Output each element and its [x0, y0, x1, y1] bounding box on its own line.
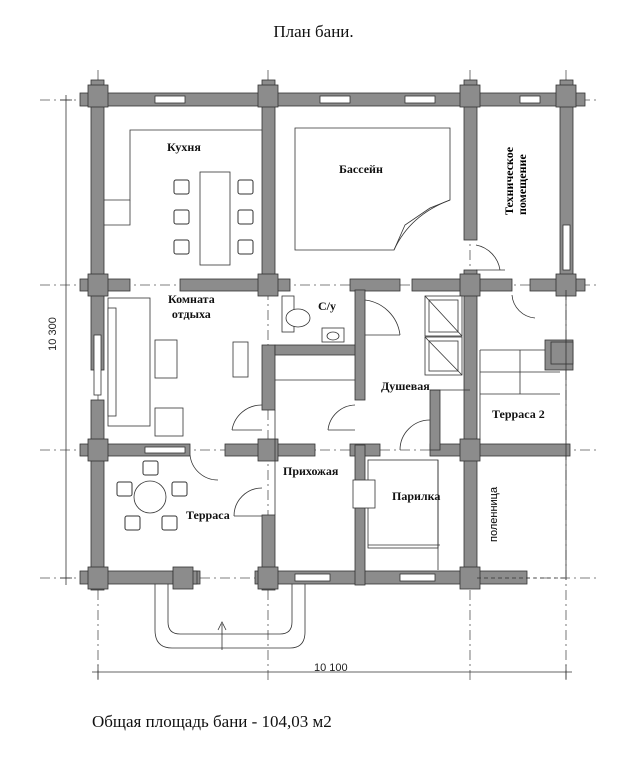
interior-lines — [104, 127, 567, 650]
label-kitchen: Кухня — [167, 140, 201, 154]
total-area-caption: Общая площадь бани - 104,03 м2 — [92, 712, 332, 731]
dimension-height: 10 300 — [46, 317, 59, 351]
label-hall: Прихожая — [283, 464, 339, 478]
label-terrace: Терраса — [186, 508, 230, 522]
label-woodpile: поленница — [488, 486, 500, 542]
label-steam-room: Парилка — [392, 489, 441, 503]
walls — [79, 79, 586, 591]
label-shower: Душевая — [381, 379, 430, 393]
dimension-lines — [60, 95, 572, 679]
label-pool: Бассейн — [339, 162, 383, 176]
dimension-width: 10 100 — [314, 662, 348, 674]
door-swings — [189, 244, 536, 517]
chairs — [116, 179, 254, 531]
log-knots — [87, 84, 577, 590]
plan-title: План бани. — [273, 22, 354, 41]
label-wc: С/у — [318, 299, 336, 313]
label-terrace-2: Терраса 2 — [492, 407, 545, 421]
windows — [93, 95, 571, 582]
